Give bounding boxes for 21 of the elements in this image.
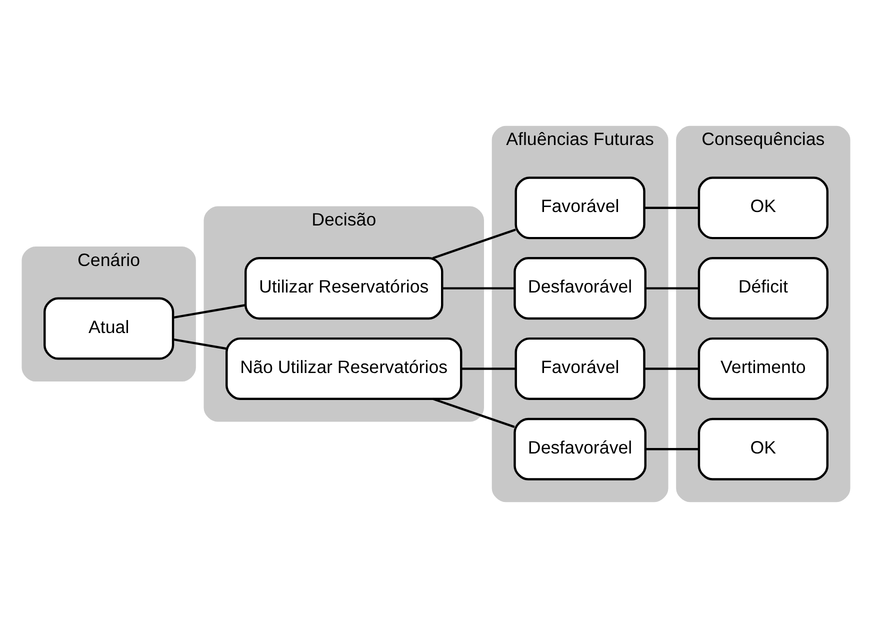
node-box: Utilizar Reservatórios: [244, 257, 444, 320]
connector: [645, 448, 699, 450]
connector: [173, 304, 246, 319]
connector: [432, 398, 515, 428]
connector: [442, 287, 514, 290]
node-box: Déficit: [698, 257, 828, 320]
connector: [432, 228, 516, 260]
node-box: Favorável: [514, 337, 646, 400]
connector: [461, 368, 516, 370]
connector: [173, 338, 227, 350]
connector: [645, 287, 699, 290]
node-box: Favorável: [514, 176, 646, 240]
node-box: Atual: [44, 297, 174, 360]
connector: [644, 206, 699, 210]
node-box: Não Utilizar Reservatórios: [226, 337, 462, 400]
node-box: Desfavorável: [514, 418, 646, 480]
node-box: Desfavorável: [514, 257, 646, 320]
node-box: OK: [698, 418, 828, 480]
node-box: OK: [698, 176, 828, 240]
connector: [644, 368, 699, 370]
node-box: Vertimento: [698, 337, 828, 400]
